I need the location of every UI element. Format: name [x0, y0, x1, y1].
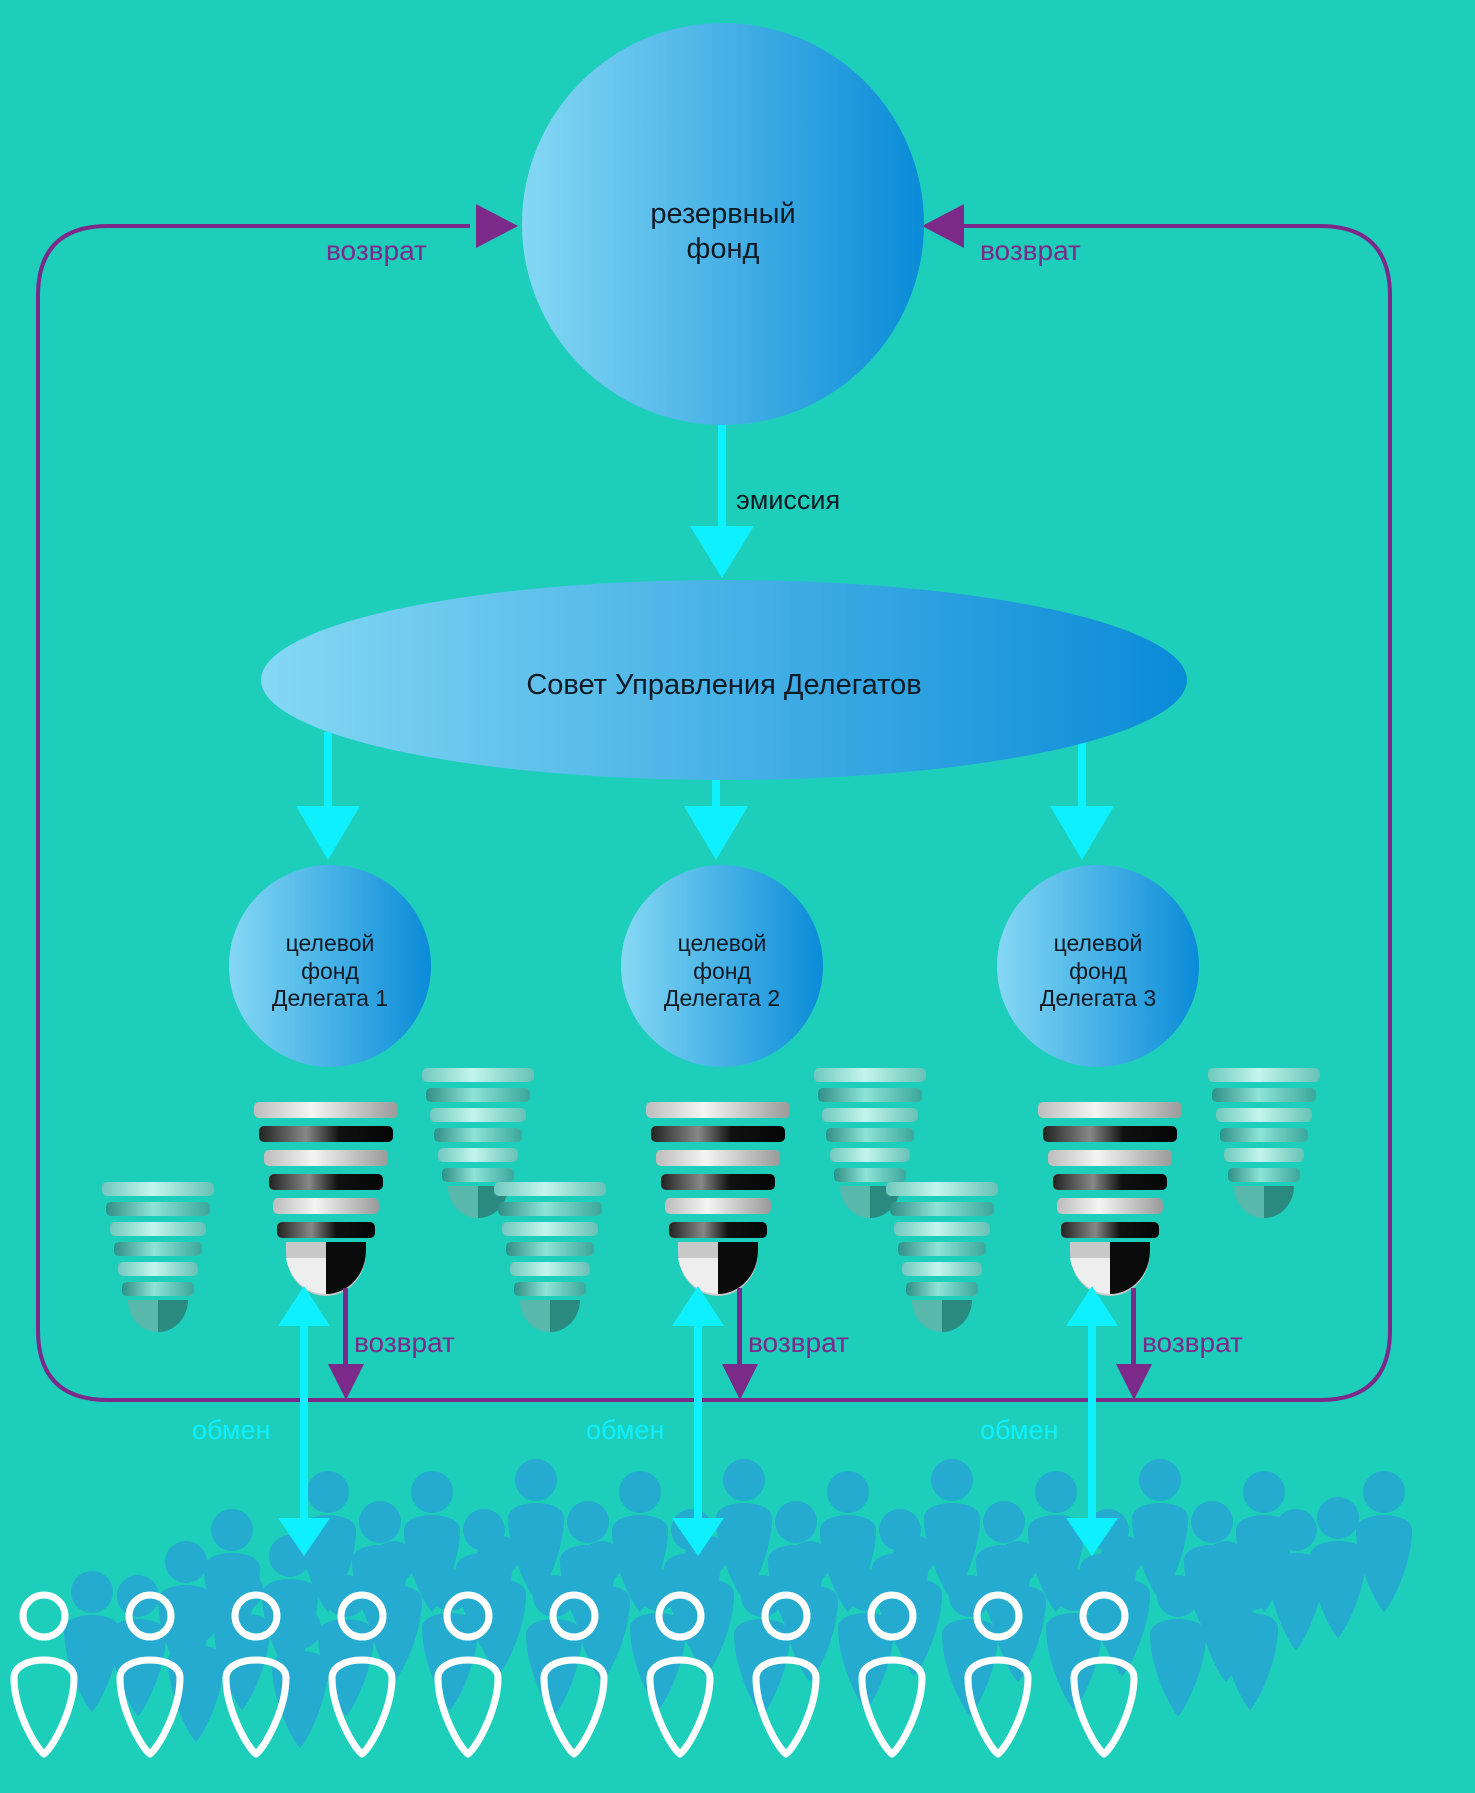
return-loop-line — [36, 224, 1392, 1402]
delegate-fund-label-1: целевой фонд Делегата 1 — [271, 930, 389, 1012]
exchange-label-3: обмен — [980, 1415, 1059, 1445]
delegate-return-arrow-2 — [722, 1288, 758, 1400]
delegate-fund-node-1 — [229, 865, 431, 1067]
return-label-left: возврат — [326, 235, 427, 266]
exchange-label-2: обмен — [586, 1415, 665, 1445]
delegate-arrow-2 — [684, 776, 748, 860]
delegate-fund-node-2 — [621, 865, 823, 1067]
council-node — [261, 580, 1187, 780]
teal-spiral-token-icon — [102, 1182, 214, 1332]
exchange-label-1: обмен — [192, 1415, 271, 1445]
council-label: Совет Управления Делегатов — [526, 669, 922, 701]
black-white-spiral-token-icon — [646, 1102, 790, 1296]
emission-arrow — [690, 424, 754, 578]
exchange-arrow-1 — [278, 1286, 330, 1556]
teal-spiral-token-icon — [1208, 1068, 1320, 1218]
delegate-return-label-3: возврат — [1142, 1327, 1243, 1358]
delegate-arrow-1 — [296, 732, 360, 860]
return-arrowhead-right — [922, 204, 964, 248]
reserve-fund-node — [522, 23, 924, 425]
person-icon — [14, 1595, 74, 1754]
delegate-return-label-1: возврат — [354, 1327, 455, 1358]
delegate-return-arrow-3 — [1116, 1288, 1152, 1400]
return-label-right: возврат — [980, 235, 1081, 266]
exchange-arrow-3 — [1066, 1286, 1118, 1556]
emission-label: эмиссия — [736, 485, 841, 515]
black-white-spiral-token-icon — [254, 1102, 398, 1296]
delegate-fund-label-3: целевой фонд Делегата 3 — [1039, 930, 1157, 1012]
delegate-fund-label-2: целевой фонд Делегата 2 — [663, 930, 781, 1012]
delegate-return-arrow-1 — [328, 1288, 364, 1400]
black-white-spiral-token-icon — [1038, 1102, 1182, 1296]
teal-spiral-token-icon — [886, 1182, 998, 1332]
reserve-fund-label: резервный фонд — [650, 198, 796, 265]
return-arrowhead-left — [476, 204, 518, 248]
delegate-fund-node-3 — [997, 865, 1199, 1067]
crowd-silhouette — [64, 1459, 1412, 1748]
delegate-arrow-3 — [1050, 742, 1114, 860]
delegate-return-label-2: возврат — [748, 1327, 849, 1358]
teal-spiral-token-icon — [494, 1182, 606, 1332]
exchange-arrow-2 — [672, 1286, 724, 1556]
